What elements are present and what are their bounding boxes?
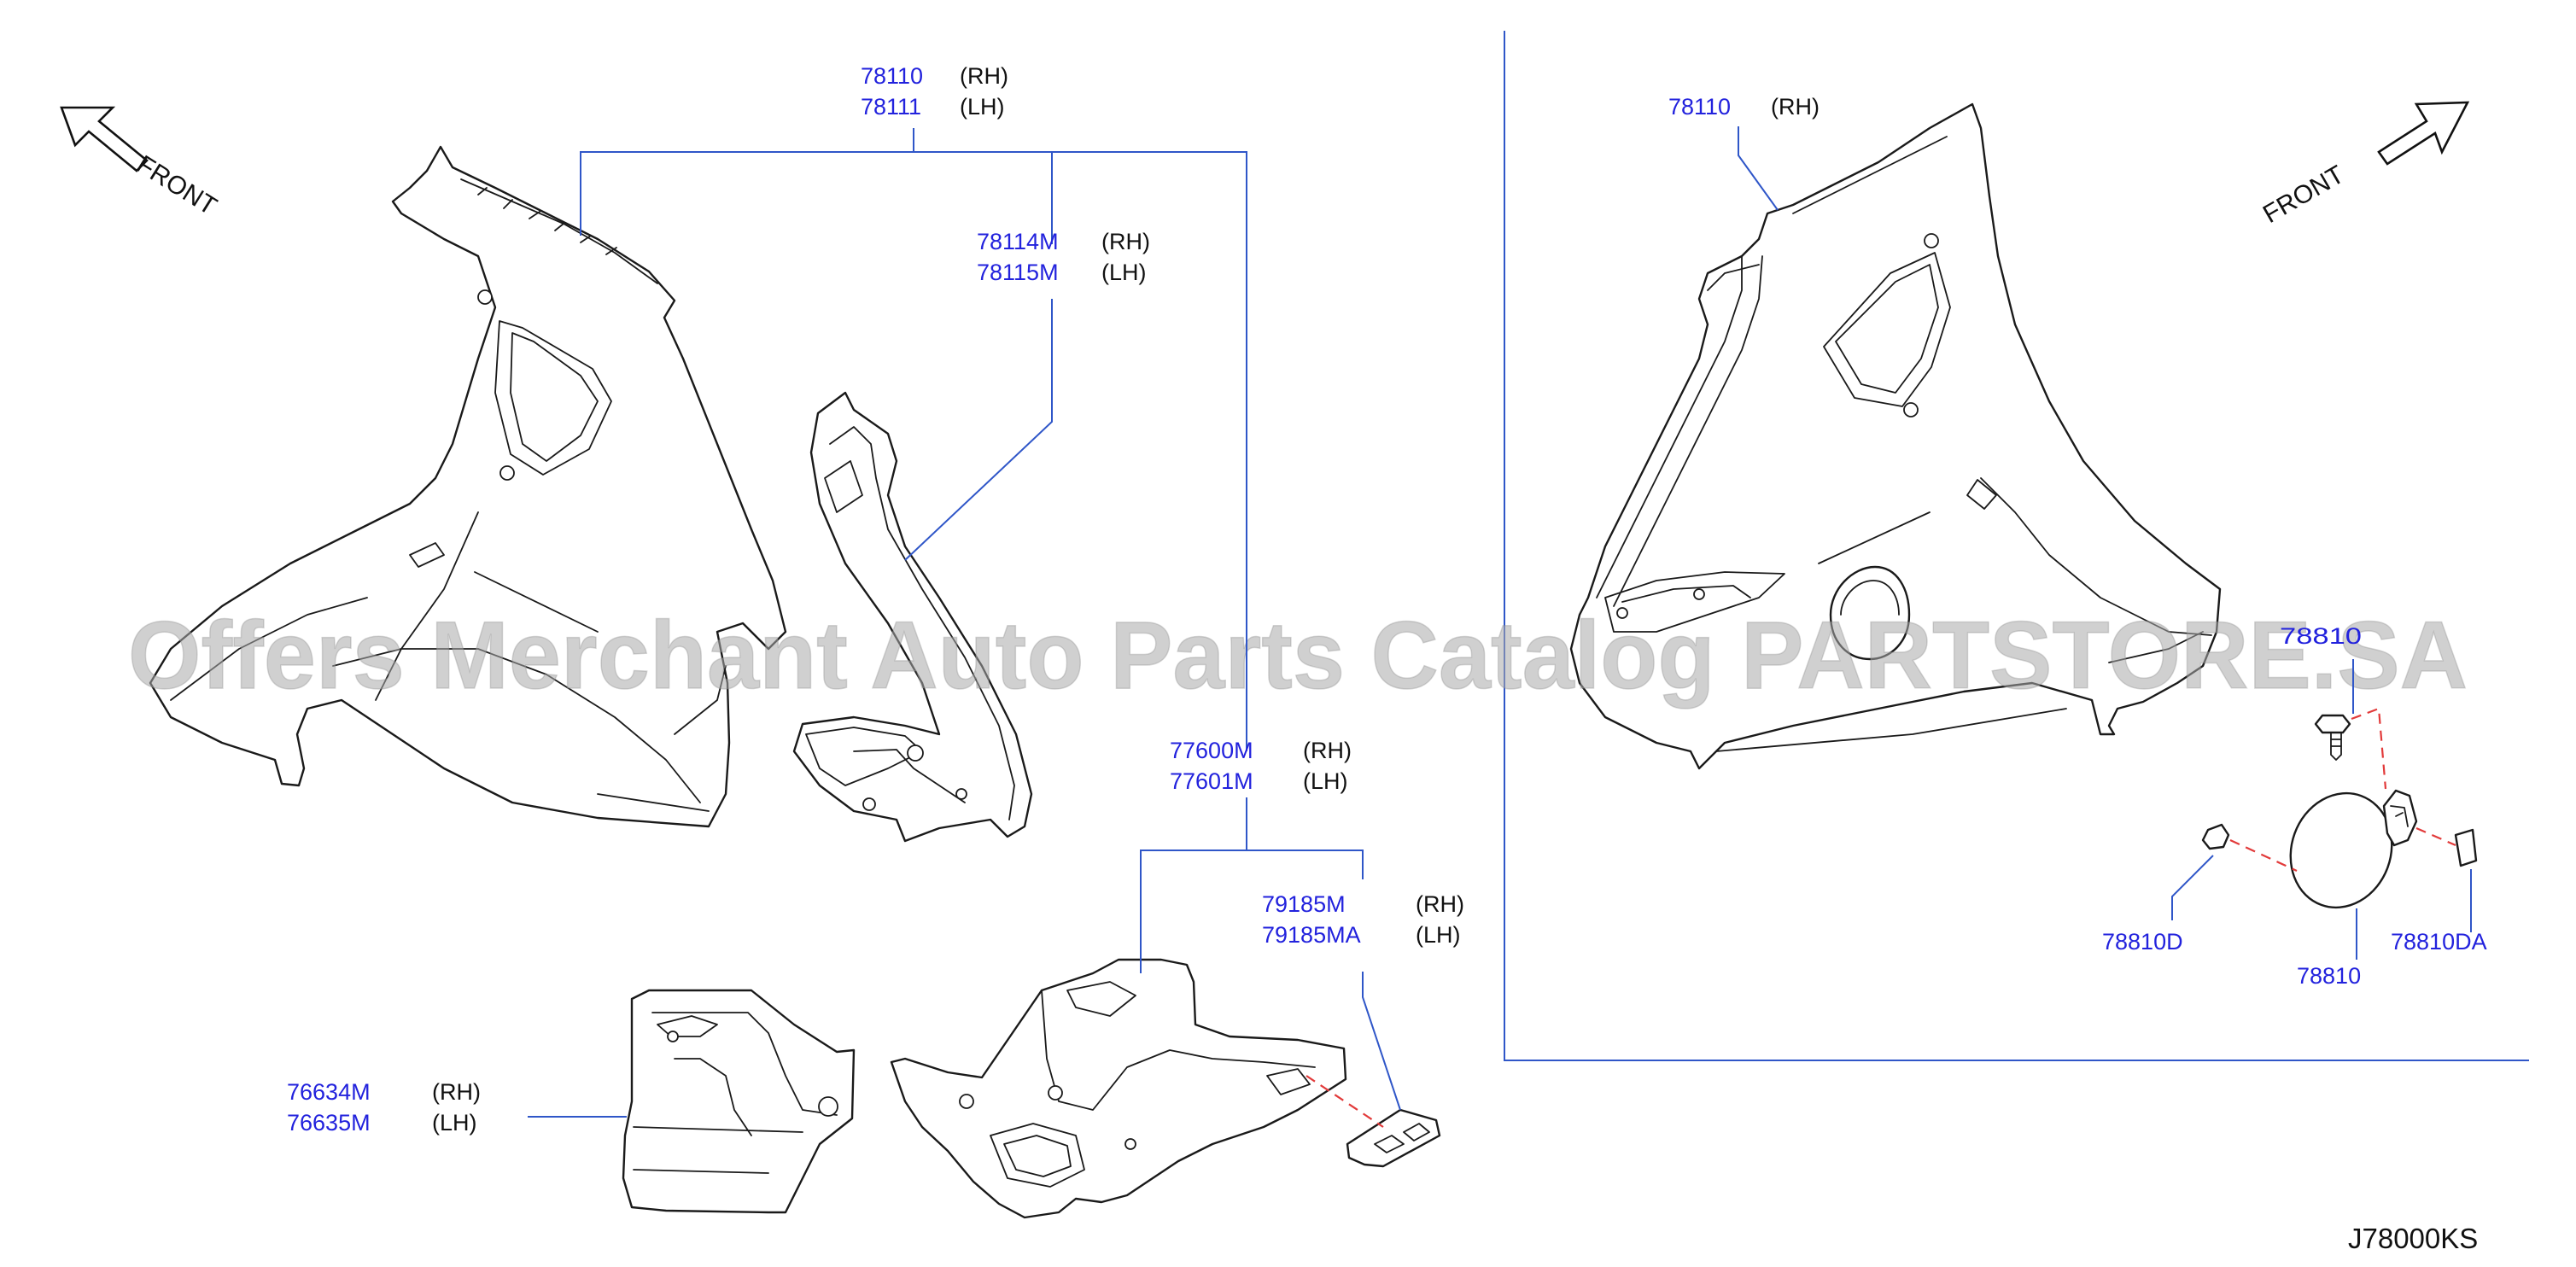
screw-dashed-line [2351,707,2387,790]
rear-side-panel-left [622,989,856,1214]
quarter-panel-right [1569,102,2222,770]
bracket-dashed-line [1306,1075,1384,1128]
fuel-filler-lid [2289,789,2418,909]
inner-quarter-panel-left [792,391,1033,843]
side-label-77600m: (RH) [1303,738,1352,763]
wheel-house-left [890,958,1347,1219]
watermark-text: Offers Merchant Auto Parts Catalog PARTS… [128,602,2468,709]
front-label-right: FRONT [2258,161,2349,229]
part-number-78110-right: 78110 [1668,94,1731,120]
side-label-79185m: (RH) [1416,891,1464,917]
part-number-78114m: 78114M [977,229,1059,254]
side-label-76634m: (RH) [432,1079,481,1105]
side-label-78111: (LH) [960,94,1005,120]
filler-lid-grommet-icon [2201,823,2230,850]
filler-lid-bumper-icon [2454,828,2478,867]
part-number-79185m: 79185M [1262,891,1346,917]
front-label-left: FRONT [131,150,221,221]
part-number-78810d: 78810D [2102,929,2183,955]
part-number-78111: 78111 [861,94,921,120]
side-label-78115m: (LH) [1101,260,1147,285]
part-number-79185ma: 79185MA [1262,922,1361,948]
part-number-78110-left: 78110 [861,63,923,89]
side-label-78110-left: (RH) [960,63,1008,89]
outer-quarter-panel-left [149,145,787,828]
side-label-77601m: (LH) [1303,768,1348,794]
side-label-76635m: (LH) [432,1110,477,1136]
leader-lines [528,126,2472,1118]
side-label-78114m: (RH) [1101,229,1150,254]
part-number-78115m: 78115M [977,260,1059,285]
grommet-dashed-line [2229,839,2298,872]
part-number-78810-partial: 78810 [2280,623,2362,649]
side-label-78110-right: (RH) [1771,94,1820,120]
bumper-dashed-line [2415,826,2456,847]
front-arrow-right-icon: FRONT [2258,101,2470,229]
part-number-77601m: 77601M [1170,768,1253,794]
filler-lid-screw-icon [2314,714,2351,761]
right-panel-frame [1504,31,2529,1061]
part-number-76634m: 76634M [287,1079,371,1105]
diagram-code: J78000KS [2348,1223,2478,1254]
part-number-78810da: 78810DA [2391,929,2487,955]
part-number-77600m: 77600M [1170,738,1253,763]
part-number-78810: 78810 [2297,963,2361,989]
side-label-79185ma: (LH) [1416,922,1461,948]
front-arrow-left-icon: FRONT [60,106,221,221]
part-number-76635m: 76635M [287,1110,371,1136]
bracket-small-left [1306,1075,1441,1168]
